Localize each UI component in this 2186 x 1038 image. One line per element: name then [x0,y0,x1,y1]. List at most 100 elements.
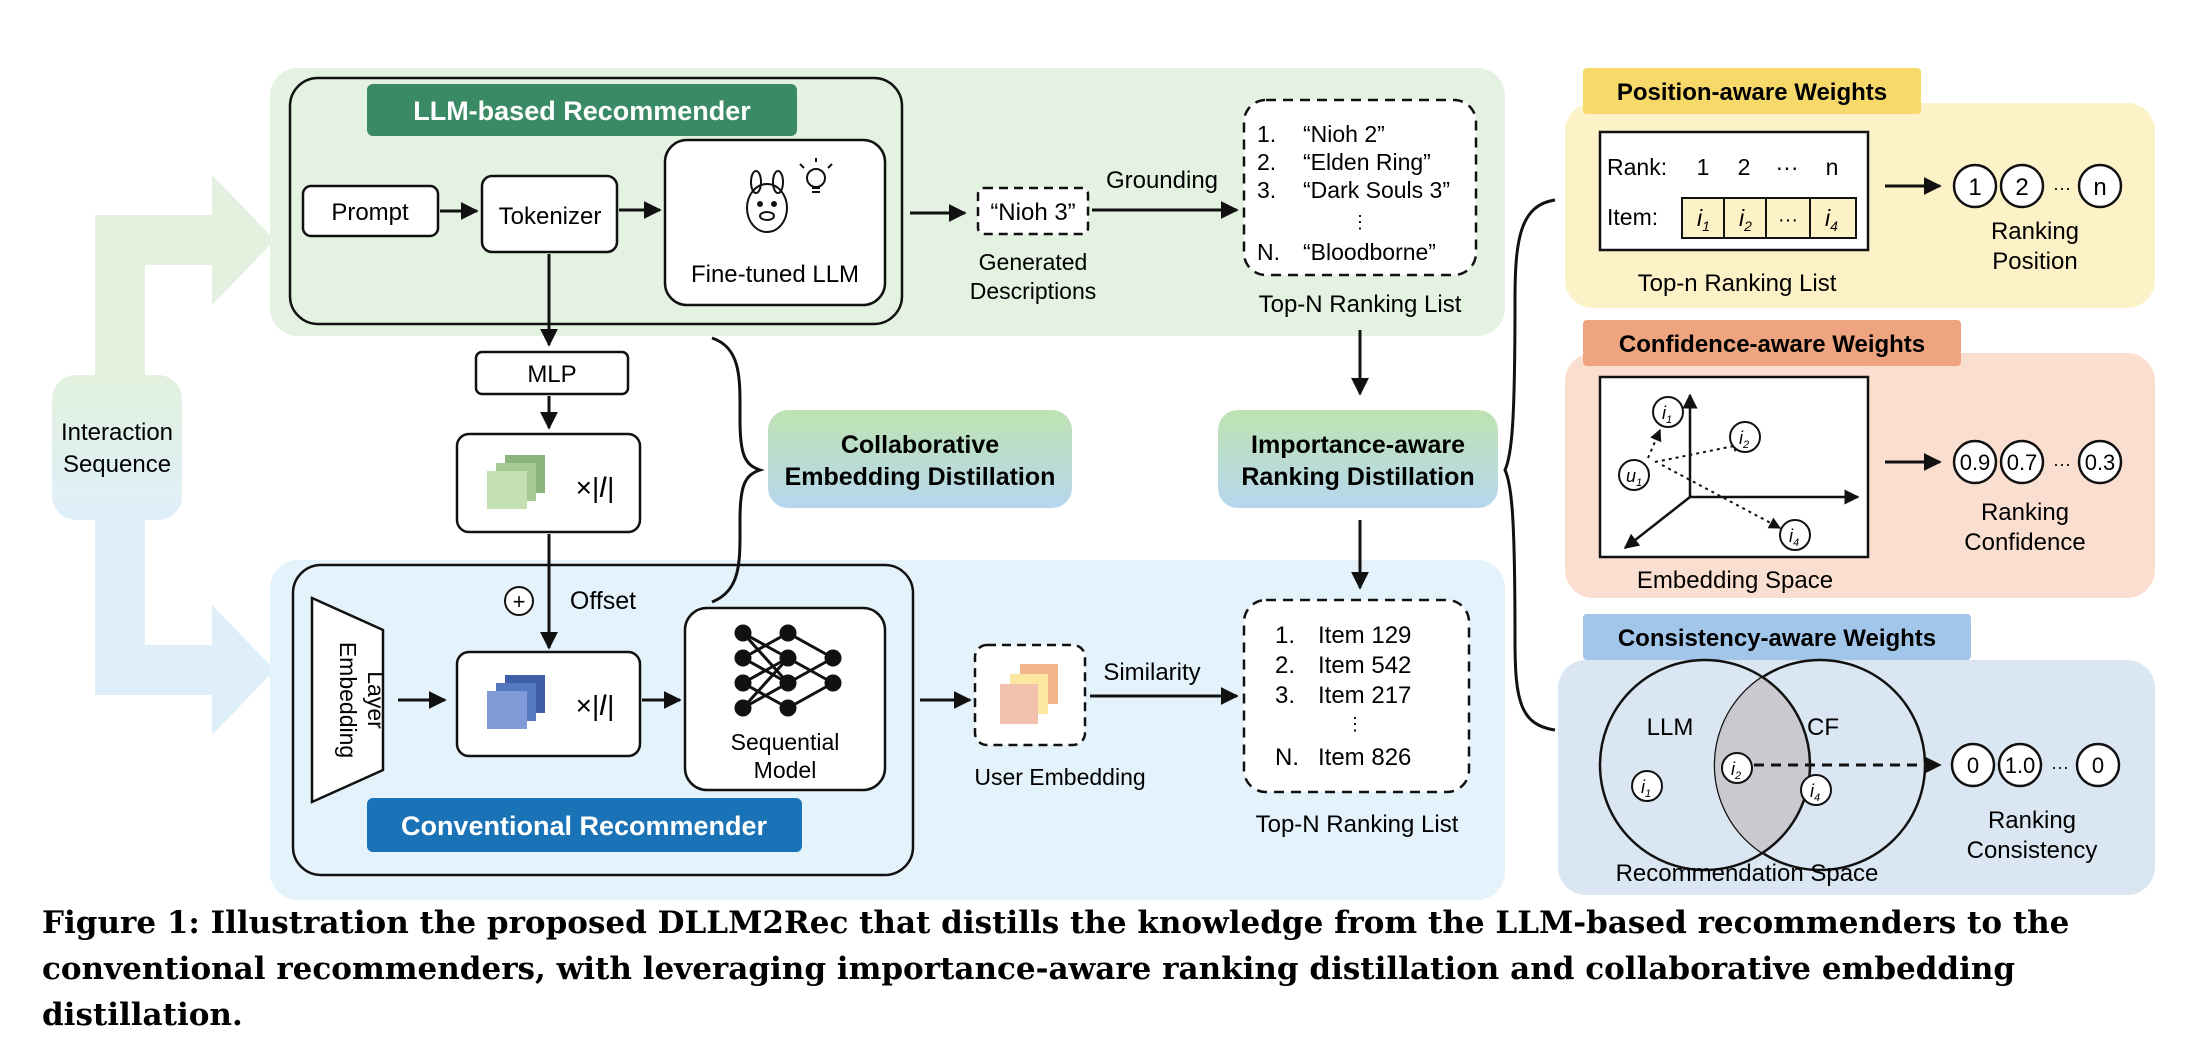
embedding-point-label: i4 [1789,526,1799,549]
confidence-circle [1952,439,1998,485]
consistency-circle [1950,742,1996,788]
mlp-box [474,350,630,396]
conv-times-i: ×|𝐼| [576,690,615,721]
position-list-label: Top-n Ranking List [1638,270,1837,297]
llm-rank-item: “Dark Souls 3” [1303,177,1450,203]
confidence-circle [2077,439,2123,485]
importance-label-1: Importance-aware [1251,431,1465,459]
position-circle-value: 2 [2015,174,2028,201]
user-embedding-stack-icon [1000,664,1058,724]
conv-ranking-list-label: Top-N Ranking List [1256,811,1459,838]
position-aware-panel: Position-aware Weights Rank: 1 2 ··· n I… [1565,68,2155,308]
collab-label-1: Collaborative [841,431,999,459]
rank-value: 1 [1697,154,1710,180]
tokenizer-box [480,174,619,254]
lightbulb-icon [799,158,833,193]
consistency-title-box [1583,614,1971,660]
fine-tuned-llm-label: Fine-tuned LLM [691,261,859,288]
importance-distillation-box [1218,410,1498,508]
grounding-label: Grounding [1106,167,1218,194]
confidence-circle-value: 0.9 [1960,450,1991,475]
embedding-layer-trapezoid [310,596,385,804]
sequential-label-1: Sequential [731,729,840,755]
left-brace [711,336,765,604]
right-brace [1503,198,1556,732]
position-title-box [1583,68,1921,114]
plus-icon [504,586,534,616]
rank-label: Rank: [1607,154,1667,180]
rank-value: ··· [1776,154,1799,180]
llm-rank-item: “Nioh 2” [1303,121,1385,147]
position-title: Position-aware Weights [1617,79,1887,106]
position-circle [2077,163,2123,209]
offset-label: Offset [570,587,636,615]
prompt-label: Prompt [331,199,409,226]
item-cell: i2 [1739,205,1752,234]
item-cell: i1 [1697,205,1710,234]
embedding-point [1652,396,1684,428]
conventional-title-box [367,798,802,852]
llm-title-box [367,84,797,136]
generated-label-1: Generated [979,249,1088,275]
embedding-point-label: i2 [1739,428,1749,451]
embedding-point [1729,421,1761,453]
consistency-circle [2075,742,2121,788]
recommendation-space-label: Recommendation Space [1616,860,1879,887]
position-circle [1952,163,1998,209]
consistency-result-label-1: Ranking [1988,807,2076,834]
llm-rank-num: N. [1257,239,1280,265]
consistency-title: Consistency-aware Weights [1618,625,1936,652]
llm-set-label: LLM [1647,714,1694,741]
confidence-circle-value: 0.3 [2085,450,2116,475]
llm-rank-num: 3. [1257,177,1276,203]
llama-icon [746,170,788,233]
blue-embedding-stack-icon [487,675,545,729]
mlp-label: MLP [527,361,576,388]
conventional-recommender: Embedding Layer ×|𝐼| Sequential Model Co… [291,563,1471,877]
interaction-label-2: Sequence [63,451,171,478]
consistency-circle-value: 0 [2092,753,2104,778]
tokenizer-label: Tokenizer [499,203,602,230]
conv-rank-item: Item 542 [1318,652,1411,679]
llm-rank-item: “Elden Ring” [1303,149,1431,175]
conv-rank-num: 2. [1275,652,1295,679]
llm-rank-num: 1. [1257,121,1276,147]
sequential-label-2: Model [754,757,817,783]
item-label: Item: [1607,204,1658,230]
conv-rank-num: 1. [1275,622,1295,649]
confidence-title: Confidence-aware Weights [1619,331,1925,358]
consistency-result-label-2: Consistency [1967,837,2098,864]
embedding-point [1618,459,1650,491]
venn-point-label: i1 [1641,777,1651,800]
venn-point-label: i4 [1810,781,1820,804]
llm-title: LLM-based Recommender [413,96,751,126]
generated-description-box [976,186,1090,236]
confidence-result-label-1: Ranking [1981,499,2069,526]
conv-rank-item: Item 826 [1318,744,1411,771]
interaction-label-1: Interaction [61,419,173,446]
confidence-circle [1999,439,2045,485]
llm-recommender: LLM-based Recommender Prompt Tokenizer F… [288,76,1478,326]
consistency-circle-value: 1.0 [2005,753,2036,778]
conv-rank-num: N. [1275,744,1299,771]
confidence-ellipsis: ··· [2053,454,2071,474]
rank-value: 2 [1738,154,1751,180]
conv-rank-dots: ⋮ [1346,714,1364,734]
generated-label-2: Descriptions [970,278,1097,304]
llm-rank-num: 2. [1257,149,1276,175]
conv-embedding-table [455,650,642,758]
similarity-label: Similarity [1103,659,1200,686]
llm-ranking-list [1242,98,1478,277]
item-cell: i4 [1825,205,1838,234]
venn-point [1800,774,1832,806]
user-embedding-label: User Embedding [974,764,1145,790]
llm-times-i: ×|𝐼| [576,472,615,503]
conv-ranking-list [1242,598,1471,794]
venn-point [1631,770,1663,802]
prompt-box [301,184,440,238]
figure-caption: Figure 1: Illustration the proposed DLLM… [42,905,2070,1033]
item-cell: ··· [1778,209,1798,231]
neural-network-icon [734,624,842,717]
llm-rank-dots: ⋮ [1351,212,1369,232]
position-result-label-2: Position [1992,248,2077,275]
